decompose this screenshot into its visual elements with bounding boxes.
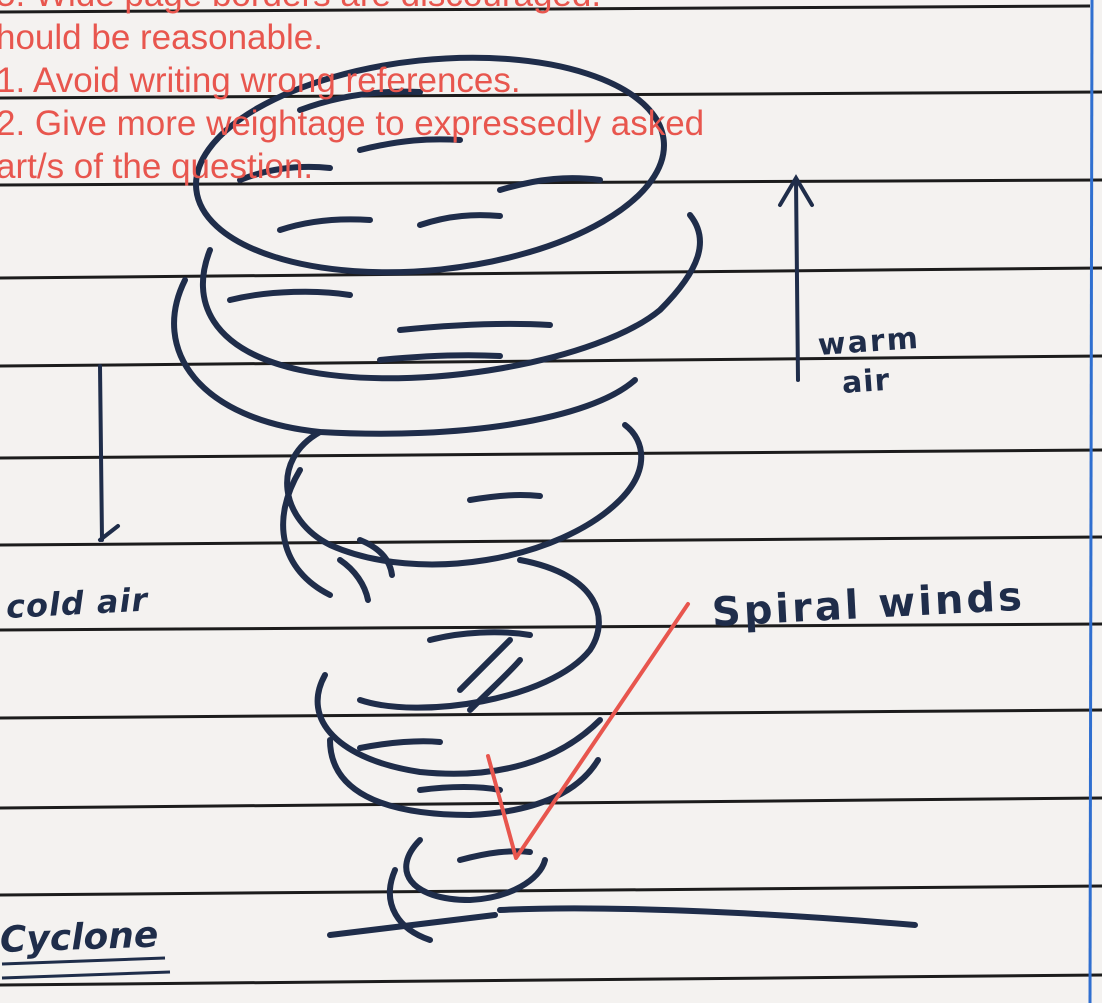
warm-air-label-second-line: air — [841, 363, 892, 401]
margin-line — [1090, 0, 1092, 1003]
diagram-title: Cyclone — [0, 914, 159, 961]
feedback-line: art/s of the question. — [0, 145, 896, 188]
title-underline — [2, 958, 170, 978]
feedback-line: 5. Wide page borders are discouraged. — [0, 0, 896, 16]
ruled-line — [0, 710, 1102, 718]
ruled-line — [0, 624, 1102, 630]
feedback-line: hould be reasonable. — [0, 16, 896, 59]
arrow-down-icon — [100, 366, 102, 540]
warm-air-label: warm — [817, 321, 921, 363]
ruled-line — [0, 268, 1102, 278]
ruled-line — [0, 450, 1102, 458]
ruled-line — [0, 975, 1102, 985]
cold-air-label: cold air — [5, 581, 149, 626]
feedback-line: 2. Give more weightage to expressedly as… — [0, 102, 896, 145]
feedback-line: 1. Avoid writing wrong references. — [0, 59, 896, 102]
ruled-line — [0, 886, 1102, 895]
arrow-up-icon — [796, 180, 798, 380]
feedback-comments: 5. Wide page borders are discouraged. ho… — [0, 0, 896, 188]
